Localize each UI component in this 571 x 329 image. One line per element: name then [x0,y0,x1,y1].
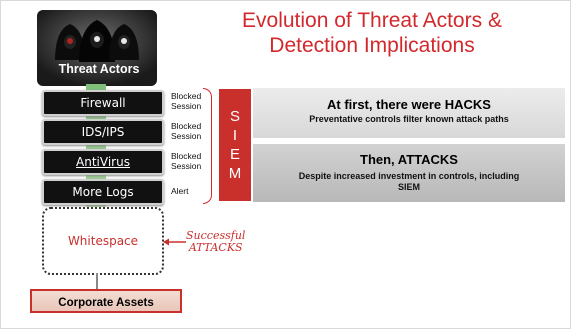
siem-letter: S [229,108,240,125]
hacks-heading: At first, there were HACKS [327,97,491,112]
assets-connector [96,273,98,289]
whitespace-box: Whitespace [42,207,164,275]
antivirus-box: AntiVirus [42,149,164,175]
siem-letter: M [228,165,242,182]
threat-actors-image [37,10,157,86]
success-line-1: Successful [186,229,246,242]
ids-ips-box: IDS/IPS [42,119,164,145]
arrow-left-icon [163,238,186,246]
status-line: Blocked [171,151,202,161]
successful-attacks-label: Successful ATTACKS [186,230,245,254]
corporate-assets-box: Corporate Assets [30,289,182,313]
status-line: Blocked [171,121,202,131]
hooded-figure-icon [55,20,139,62]
attacks-text-line-1: Despite increased investment in controls… [298,171,520,181]
hacks-panel: At first, there were HACKS Preventative … [253,88,565,138]
siem-letter: I [232,127,238,144]
siem-letter: E [229,146,240,163]
siem-bar: S I E M [219,89,251,201]
title-line-1: Evolution of Threat Actors & [242,9,502,32]
status-line: Session [171,101,202,111]
siem-bracket [203,88,212,204]
antivirus-status: Blocked Session [171,151,201,171]
more-logs-box: More Logs [42,179,164,205]
success-line-2: ATTACKS [188,241,243,254]
threat-actors-label: Threat Actors [58,62,140,76]
status-line: Blocked [171,91,202,101]
title-line-2: Detection Implications [269,34,475,57]
more-logs-status: Alert [171,186,188,196]
attacks-panel: Then, ATTACKS Despite increased investme… [253,144,565,202]
firewall-box: Firewall [42,90,164,116]
hacks-text: Preventative controls filter known attac… [309,114,509,124]
status-line: Alert [171,186,189,196]
firewall-status: Blocked Session [171,91,201,111]
status-line: Session [171,161,202,171]
attacks-heading: Then, ATTACKS [360,152,458,167]
attacks-text-line-2: SIEM [397,182,420,192]
slide-title: Evolution of Threat Actors & Detection I… [216,8,528,58]
status-line: Session [171,131,202,141]
ids-ips-status: Blocked Session [171,121,201,141]
